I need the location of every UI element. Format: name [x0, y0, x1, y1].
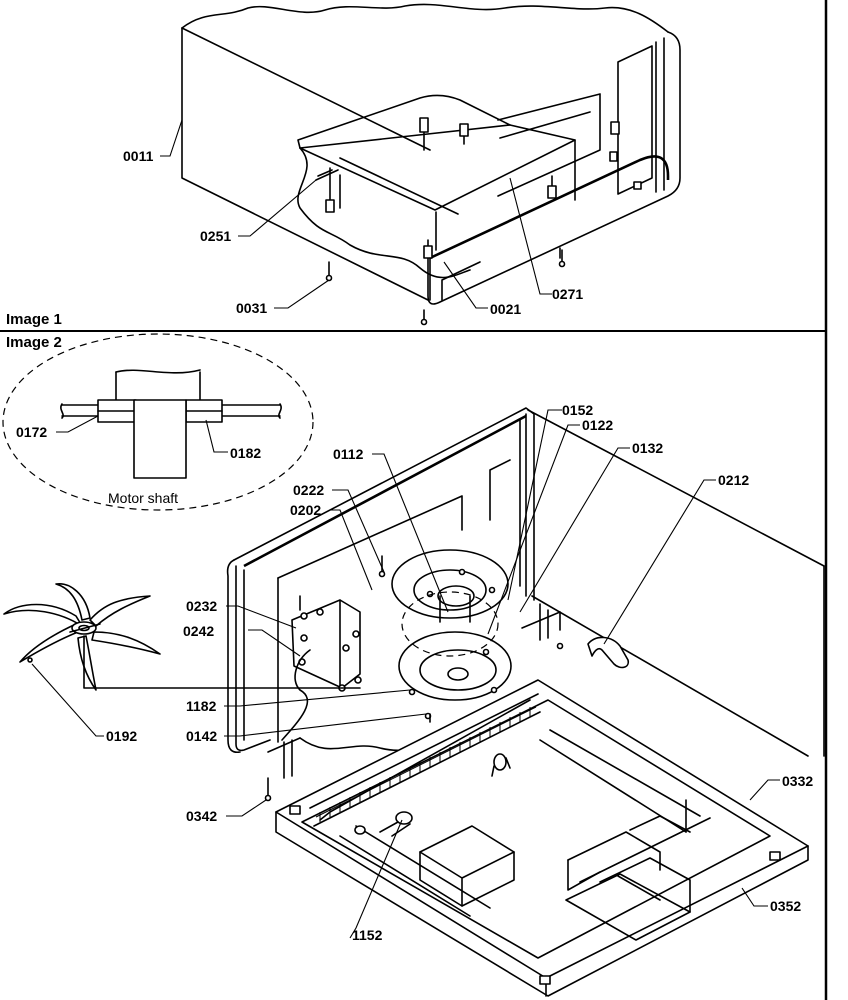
callout-0192: 0192	[106, 728, 137, 744]
callout-0342: 0342	[186, 808, 217, 824]
callout-0212: 0212	[718, 472, 749, 488]
image1-leaders	[160, 119, 552, 309]
callout-0152: 0152	[562, 402, 593, 418]
image2-leaders	[224, 409, 780, 939]
fan-blade	[3, 583, 161, 691]
callout-0352: 0352	[770, 898, 801, 914]
vent-slots	[315, 706, 537, 822]
leader-0192	[31, 663, 104, 737]
caption-image-2: Image 2	[6, 334, 62, 351]
callout-0122: 0122	[582, 417, 613, 433]
callout-0112: 0112	[333, 446, 364, 462]
leader-0172	[56, 415, 99, 433]
callout-0222: 0222	[293, 482, 324, 498]
callout-0011: 0011	[123, 148, 154, 164]
callout-0142: 0142	[186, 728, 217, 744]
motor-shaft-detail	[2, 333, 314, 511]
image2-drawing	[83, 407, 825, 997]
callout-0251: 0251	[200, 228, 231, 244]
callout-0172: 0172	[16, 424, 47, 440]
callout-0021: 0021	[490, 301, 521, 317]
caption-image-1: Image 1	[6, 311, 62, 328]
motor-shaft-label: Motor shaft	[108, 490, 178, 506]
callout-0232: 0232	[186, 598, 217, 614]
callout-0242: 0242	[183, 623, 214, 639]
callout-0182: 0182	[230, 445, 261, 461]
callout-1182: 1182	[186, 698, 217, 714]
callout-1152: 1152	[352, 927, 383, 943]
callout-0132: 0132	[632, 440, 663, 456]
callout-0271: 0271	[552, 286, 583, 302]
callout-0031: 0031	[236, 300, 267, 316]
leader-0182	[205, 419, 228, 453]
callout-0332: 0332	[782, 773, 813, 789]
image1-drawing	[181, 3, 681, 326]
callout-0202: 0202	[290, 502, 321, 518]
